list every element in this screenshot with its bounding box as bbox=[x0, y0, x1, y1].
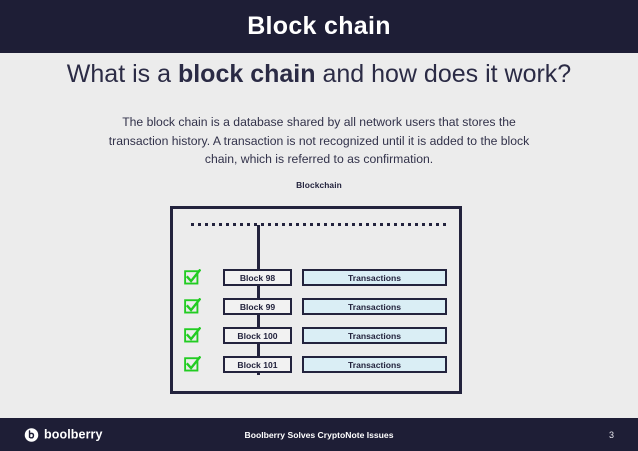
footer-brand-name: boolberry bbox=[44, 427, 103, 442]
transactions-box: Transactions bbox=[302, 269, 447, 286]
block-row: Block 101 Transactions bbox=[173, 354, 459, 383]
block-box: Block 100 bbox=[223, 327, 292, 344]
footer-page-number: 3 bbox=[608, 429, 614, 440]
block-row-list: Block 98 Transactions Block 99 Transacti… bbox=[173, 267, 459, 383]
green-check-icon bbox=[184, 356, 201, 372]
diagram-caption: Blockchain bbox=[296, 180, 342, 190]
block-box: Block 101 bbox=[223, 356, 292, 373]
slide-footer-band: boolberry Boolberry Solves CryptoNote Is… bbox=[0, 418, 638, 451]
block-box: Block 99 bbox=[223, 298, 292, 315]
page-title: Block chain bbox=[247, 11, 391, 40]
block-box: Block 98 bbox=[223, 269, 292, 286]
body-paragraph: The block chain is a database shared by … bbox=[108, 115, 530, 167]
transactions-box: Transactions bbox=[302, 298, 447, 315]
block-row: Block 98 Transactions bbox=[173, 267, 459, 296]
blockchain-diagram: Block 98 Transactions Block 99 Transacti… bbox=[170, 206, 462, 394]
block-row: Block 100 Transactions bbox=[173, 325, 459, 354]
headline-prefix: What is a bbox=[66, 60, 178, 88]
footer-deck-title: Boolberry Solves CryptoNote Issues bbox=[244, 429, 394, 440]
transactions-box: Transactions bbox=[302, 327, 447, 344]
green-check-icon bbox=[184, 269, 201, 285]
footer-logo: boolberry bbox=[24, 427, 103, 442]
block-row: Block 99 Transactions bbox=[173, 296, 459, 325]
headline-suffix: and how does it work? bbox=[315, 60, 572, 88]
slide-header-band: Block chain bbox=[0, 0, 638, 53]
headline: What is a block chain and how does it wo… bbox=[0, 60, 638, 89]
headline-emphasis: block chain bbox=[177, 60, 316, 88]
boolberry-logo-icon bbox=[24, 427, 39, 442]
green-check-icon bbox=[184, 327, 201, 343]
green-check-icon bbox=[184, 298, 201, 314]
chain-dotted-line bbox=[191, 223, 449, 226]
transactions-box: Transactions bbox=[302, 356, 447, 373]
